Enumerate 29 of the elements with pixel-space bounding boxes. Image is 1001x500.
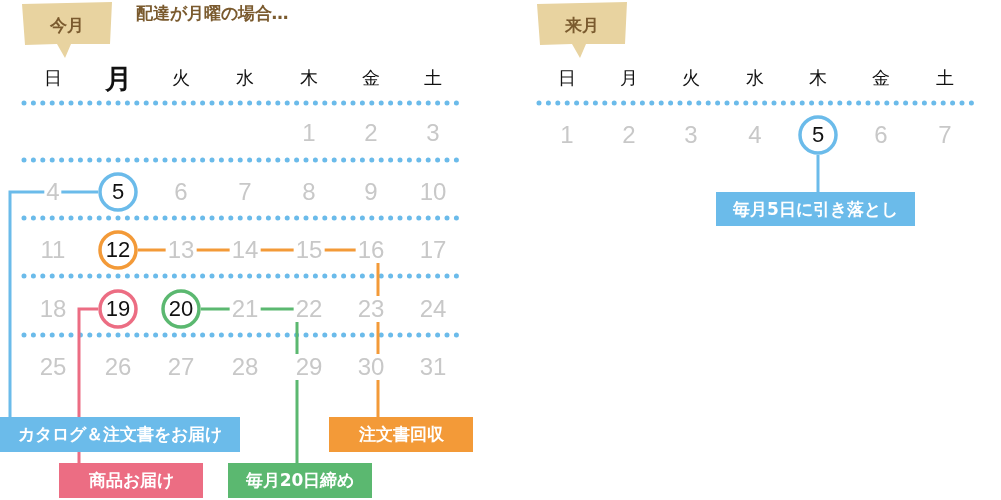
circled-date: 5 [98, 172, 138, 212]
weekday-label: 木 [809, 69, 827, 87]
callout-box: 毎月20日締め [228, 463, 372, 498]
weekday-label: 月 [104, 64, 132, 92]
leader-line [816, 155, 820, 192]
callout-box: 商品お届け [59, 463, 203, 498]
weekday-label: 火 [682, 69, 700, 87]
callout-box: カタログ＆注文書をお届け [0, 417, 240, 452]
weekday-label: 水 [236, 69, 254, 87]
circled-date: 12 [98, 230, 138, 270]
callout-box: 注文書回収 [329, 417, 473, 452]
leader-line [8, 190, 98, 417]
weekday-label: 木 [300, 69, 318, 87]
circled-date: 19 [98, 289, 138, 329]
weekday-label: 金 [872, 69, 890, 87]
weekday-label: 日 [44, 69, 62, 87]
circled-date: 20 [161, 289, 201, 329]
speech-tag: 来月 [537, 2, 627, 58]
weekday-label: 金 [362, 69, 380, 87]
weekday-label: 月 [620, 69, 638, 87]
speech-tag: 今月 [22, 2, 112, 58]
weekday-label: 火 [172, 69, 190, 87]
weekday-label: 土 [936, 69, 954, 87]
note-text: 配達が月曜の場合… [135, 4, 289, 22]
weekday-label: 土 [424, 69, 442, 87]
weekday-label: 日 [558, 69, 576, 87]
circled-date: 5 [798, 115, 838, 155]
callout-box: 毎月5日に引き落とし [716, 192, 915, 226]
weekday-label: 水 [746, 69, 764, 87]
